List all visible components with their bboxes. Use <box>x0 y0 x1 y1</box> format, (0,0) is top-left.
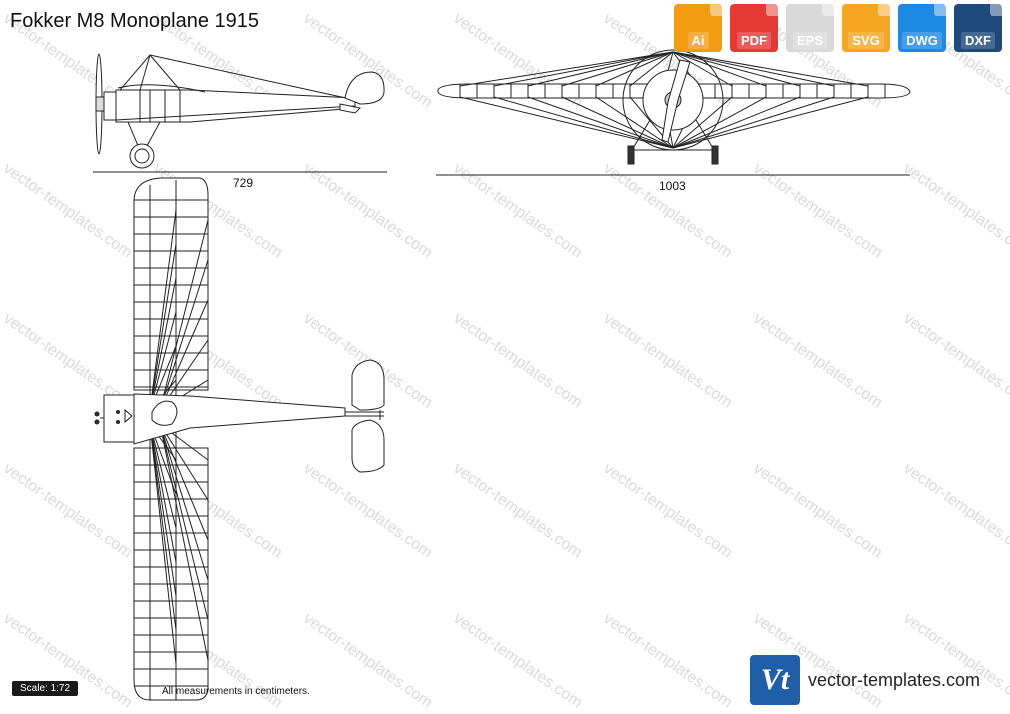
format-svg-icon[interactable]: SVG <box>842 4 890 52</box>
brand-block[interactable]: Vt vector-templates.com <box>750 655 980 705</box>
front-span-label: 1003 <box>659 179 686 193</box>
scale-badge: Scale: 1:72 <box>12 681 79 696</box>
format-dwg-icon[interactable]: DWG <box>898 4 946 52</box>
page-title: Fokker M8 Monoplane 1915 <box>10 10 260 32</box>
format-dxf-icon[interactable]: DXF <box>954 4 1002 52</box>
brand-logo-icon: Vt <box>750 655 800 705</box>
format-eps-icon[interactable]: EPS <box>786 4 834 52</box>
brand-name: vector-templates.com <box>808 669 981 690</box>
side-view <box>93 53 387 173</box>
format-badges: Ai PDF EPS SVG DWG DXF <box>674 4 1002 52</box>
format-pdf-icon[interactable]: PDF <box>730 4 778 52</box>
format-ai-icon[interactable]: Ai <box>674 4 722 52</box>
front-view <box>436 49 911 176</box>
measurement-note: All measurements in centimeters. <box>162 686 310 697</box>
top-view <box>94 177 385 701</box>
side-length-label: 729 <box>233 176 254 190</box>
